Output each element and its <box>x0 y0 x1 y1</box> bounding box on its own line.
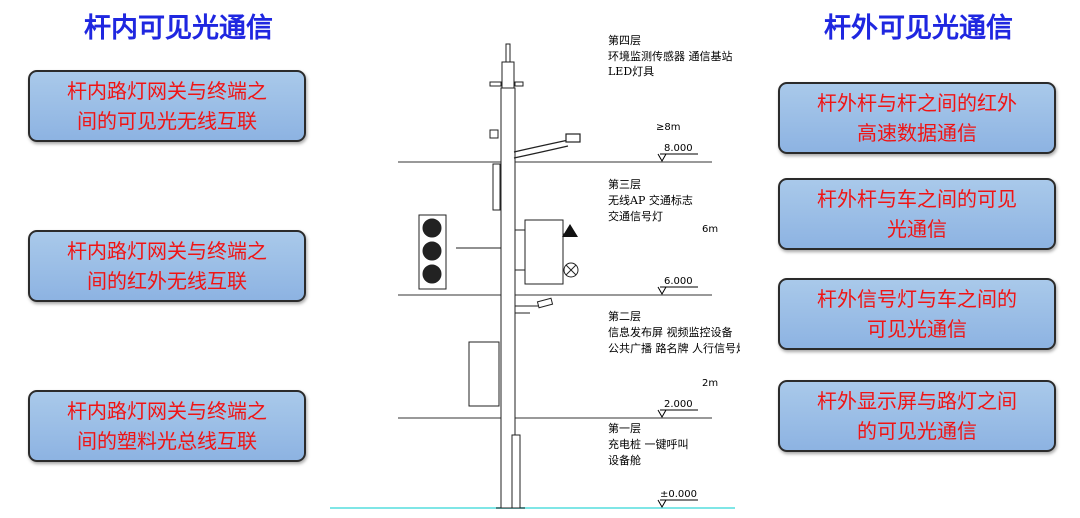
right-box-pole-to-pole: 杆外杆与杆之间的红外高速数据通信 <box>778 82 1056 154</box>
box-line: 间的塑料光总线互联 <box>77 429 257 453</box>
dimension-label: 2m <box>702 378 718 389</box>
level-label: 2.000 <box>664 399 693 410</box>
smart-pole-diagram: 8.000 6.000 2.000 ±0.000 ≥8m 6m 2m <box>330 33 740 509</box>
box-line: 可见光通信 <box>867 317 967 341</box>
pole-top-sensor <box>501 61 515 89</box>
box-line: 杆内路灯网关与终端之 <box>67 399 267 423</box>
box-line: 杆外显示屏与路灯之间 <box>817 389 1017 413</box>
level-marker <box>657 286 667 296</box>
signal-lamp-icon <box>422 241 442 261</box>
camera-body <box>536 297 554 309</box>
layer-line: 无线AP 交通标志 <box>608 193 693 207</box>
level-label: 8.000 <box>664 143 693 154</box>
wireless-ap-box <box>515 219 573 285</box>
box-line: 高速数据通信 <box>857 121 977 145</box>
layer-line: 交通信号灯 <box>608 209 663 223</box>
layer-line: 环境监测传感器 通信基站 <box>608 49 733 63</box>
layer-line: 设备舱 <box>608 453 641 467</box>
box-line: 光通信 <box>887 217 947 241</box>
level-marker <box>657 409 667 419</box>
right-box-display-to-light: 杆外显示屏与路灯之间的可见光通信 <box>778 380 1056 452</box>
left-box-visible-light: 杆内路灯网关与终端之间的可见光无线互联 <box>28 70 306 142</box>
layer-title: 第三层 <box>608 177 641 191</box>
layer-line: 公共广播 路名牌 人行信号灯 <box>608 341 740 355</box>
street-name-sign <box>492 163 501 211</box>
sensor-bracket <box>514 81 524 87</box>
left-section-title: 杆内可见光通信 <box>84 13 273 44</box>
level-label: ±0.000 <box>660 489 697 500</box>
dimension-label: ≥8m <box>656 122 680 133</box>
layer-line: 充电桩 一键呼叫 <box>608 437 689 451</box>
box-line: 间的可见光无线互联 <box>77 109 257 133</box>
sensor-box <box>489 129 499 139</box>
dimension-label: 6m <box>702 224 718 235</box>
pole-base-plate <box>511 434 521 509</box>
level-label: 6.000 <box>664 276 693 287</box>
right-box-signal-to-vehicle: 杆外信号灯与车之间的可见光通信 <box>778 278 1056 350</box>
right-section-title: 杆外可见光通信 <box>824 13 1013 44</box>
level-lines <box>398 161 712 419</box>
box-line: 杆内路灯网关与终端之 <box>67 239 267 263</box>
signal-lamp-icon <box>422 264 442 284</box>
level-marker <box>657 153 667 163</box>
pole-antenna <box>505 43 511 63</box>
right-box-pole-to-vehicle: 杆外杆与车之间的可见光通信 <box>778 178 1056 250</box>
layer-title: 第一层 <box>608 421 641 435</box>
warning-triangle-icon <box>562 224 578 237</box>
led-lamp <box>513 133 581 159</box>
pole <box>489 43 525 509</box>
ap-enclosure <box>524 219 564 285</box>
layer-title: 第四层 <box>608 33 641 47</box>
left-box-infrared: 杆内路灯网关与终端之间的红外无线互联 <box>28 230 306 302</box>
no-entry-sign-icon <box>563 262 579 278</box>
level-marker <box>657 499 667 509</box>
box-line: 杆外杆与杆之间的红外 <box>817 91 1017 115</box>
traffic-signal <box>418 214 501 290</box>
box-line: 间的红外无线互联 <box>87 269 247 293</box>
layer-line: 信息发布屏 视频监控设备 <box>608 325 733 339</box>
layer-line: LED灯具 <box>608 65 654 78</box>
box-line: 杆内路灯网关与终端之 <box>67 79 267 103</box>
info-display-screen <box>468 341 500 407</box>
camera-icon <box>515 297 554 314</box>
lamp-head <box>565 133 581 143</box>
signal-lamp-icon <box>422 218 442 238</box>
box-line: 杆外信号灯与车之间的 <box>817 287 1017 311</box>
left-box-plastic-fiber: 杆内路灯网关与终端之间的塑料光总线互联 <box>28 390 306 462</box>
sensor-bracket <box>489 81 502 87</box>
box-line: 的可见光通信 <box>857 419 977 443</box>
layer-title: 第二层 <box>608 309 641 323</box>
box-line: 杆外杆与车之间的可见 <box>817 187 1017 211</box>
sign-cross <box>565 264 577 276</box>
lamp-arm-lower <box>513 145 569 159</box>
